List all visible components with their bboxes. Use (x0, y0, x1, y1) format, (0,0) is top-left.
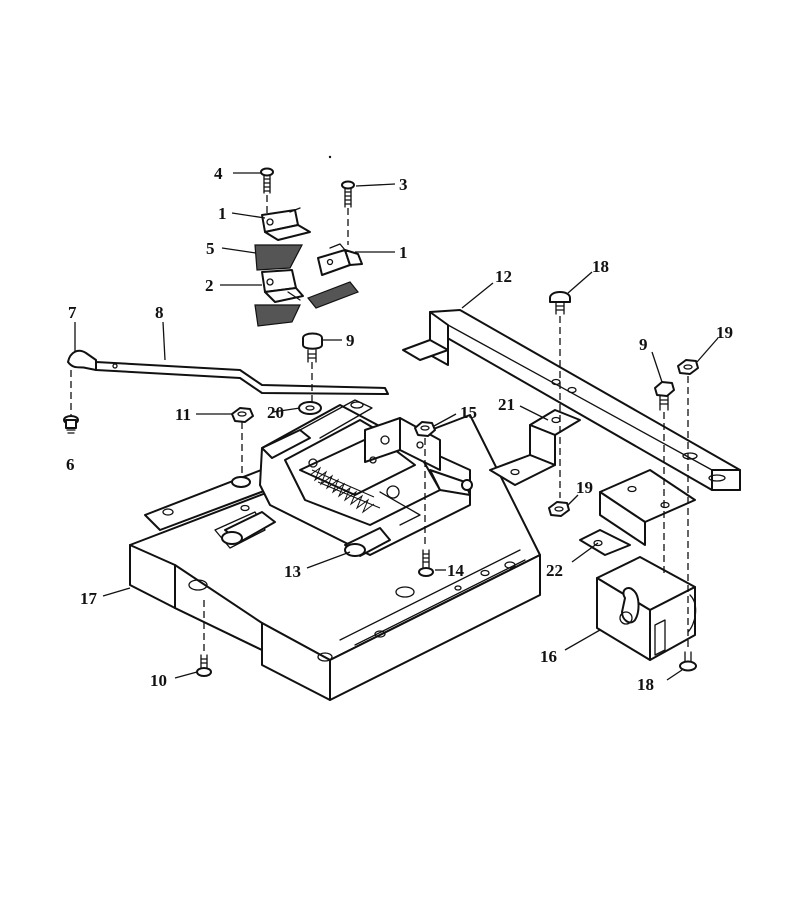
solenoid-16 (596, 556, 697, 661)
bolt-9-left (302, 332, 323, 363)
mounting-bar-12 (402, 309, 741, 491)
microswitch-2 (261, 269, 304, 303)
mechanism-bracket-13 (221, 399, 473, 557)
stray-dot (328, 155, 332, 159)
callout-20: 20 (267, 403, 284, 422)
callout-1-upper: 1 (218, 204, 227, 223)
callout-4: 4 (214, 164, 223, 183)
callout-22: 22 (546, 561, 563, 580)
callout-8: 8 (155, 303, 164, 322)
callout-6: 6 (66, 455, 75, 474)
bracket-21 (489, 409, 581, 486)
nut-15 (414, 421, 436, 437)
callout-5: 5 (206, 239, 215, 258)
callout-11: 11 (175, 405, 191, 424)
nut-19-top (677, 359, 699, 375)
nut-11 (231, 407, 254, 423)
callout-17: 17 (80, 589, 98, 608)
callout-15: 15 (460, 403, 477, 422)
washer-20 (298, 401, 322, 415)
callout-19-mid: 19 (576, 478, 593, 497)
insulator-lower (254, 304, 301, 327)
callout-10: 10 (150, 671, 167, 690)
callout-7: 7 (68, 303, 77, 322)
callout-9-left: 9 (346, 331, 355, 350)
screw-18-bottom (679, 651, 697, 672)
screw-18-top (549, 291, 571, 315)
screw-10 (196, 654, 212, 677)
callout-12: 12 (495, 267, 512, 286)
callout-9-right: 9 (639, 335, 648, 354)
callout-13: 13 (284, 562, 301, 581)
callout-14: 14 (447, 561, 465, 580)
assembly-lines (70, 195, 689, 652)
bracket-22 (579, 469, 696, 556)
insulator-5 (254, 244, 303, 271)
callout-21: 21 (498, 395, 515, 414)
screw-4 (260, 167, 274, 194)
screw-3 (341, 180, 355, 208)
callout-19-top: 19 (716, 323, 733, 342)
callout-2: 2 (205, 276, 214, 295)
screw-14 (418, 549, 434, 577)
leader-lines (74, 172, 719, 681)
spring (309, 466, 381, 514)
insulator-right (307, 281, 359, 309)
callout-1-right: 1 (399, 243, 408, 262)
lever-knob-7 (67, 349, 97, 371)
callout-16: 16 (540, 647, 557, 666)
lever-arm-8 (95, 361, 389, 395)
microswitch-1-right (317, 243, 363, 276)
bolt-9-right (654, 381, 675, 411)
screw-6 (63, 415, 79, 434)
callout-18-bottom: 18 (637, 675, 654, 694)
callout-numbers: 4 3 1 1 5 2 7 8 9 12 18 9 19 11 20 15 21… (66, 164, 733, 694)
callout-18-top: 18 (592, 257, 609, 276)
microswitch-1-upper (261, 207, 311, 241)
nut-19-mid (548, 501, 570, 517)
callout-3: 3 (399, 175, 408, 194)
